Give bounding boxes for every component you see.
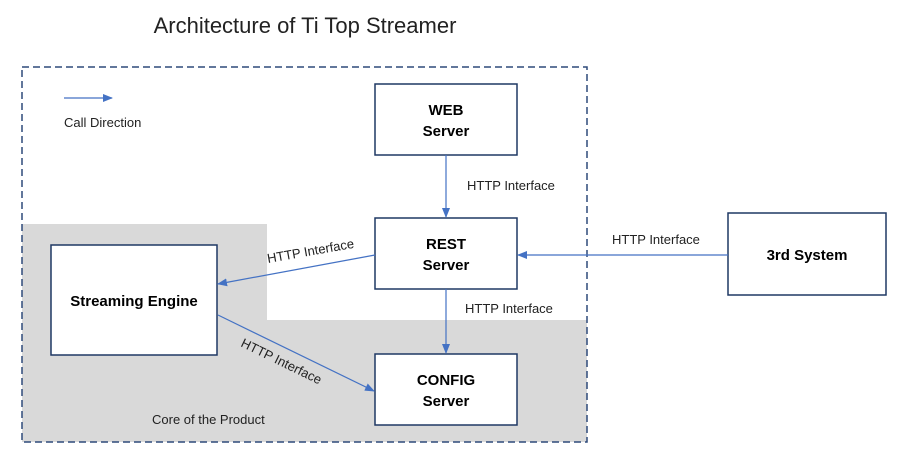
config-server-node: CONFIG Server [374,353,518,426]
streaming-engine-label: Streaming Engine [70,293,198,310]
web-server-label-line2: Server [423,123,470,140]
config-server-label-line2: Server [423,393,470,410]
third-system-label: 3rd System [767,247,848,264]
third-system-node: 3rd System [727,212,887,296]
edge-label-rest-to-config: HTTP Interface [465,301,553,316]
rest-server-label-line2: Server [423,257,470,274]
diagram-title: Architecture of Ti Top Streamer [154,13,457,38]
web-server-node: WEB Server [374,83,518,156]
edge-rest-to-streaming [217,254,376,287]
edge-label-third-to-rest: HTTP Interface [612,232,700,247]
rest-server-node: REST Server [374,217,518,290]
streaming-engine-node: Streaming Engine [50,244,218,356]
legend-label: Call Direction [64,115,141,130]
edge-label-web-to-rest: HTTP Interface [467,178,555,193]
web-server-label-line1: WEB [429,102,464,119]
edge-streaming-to-config [217,314,375,392]
core-region-label: Core of the Product [152,412,265,427]
config-server-label-line1: CONFIG [417,372,475,389]
rest-server-label-line1: REST [426,236,466,253]
